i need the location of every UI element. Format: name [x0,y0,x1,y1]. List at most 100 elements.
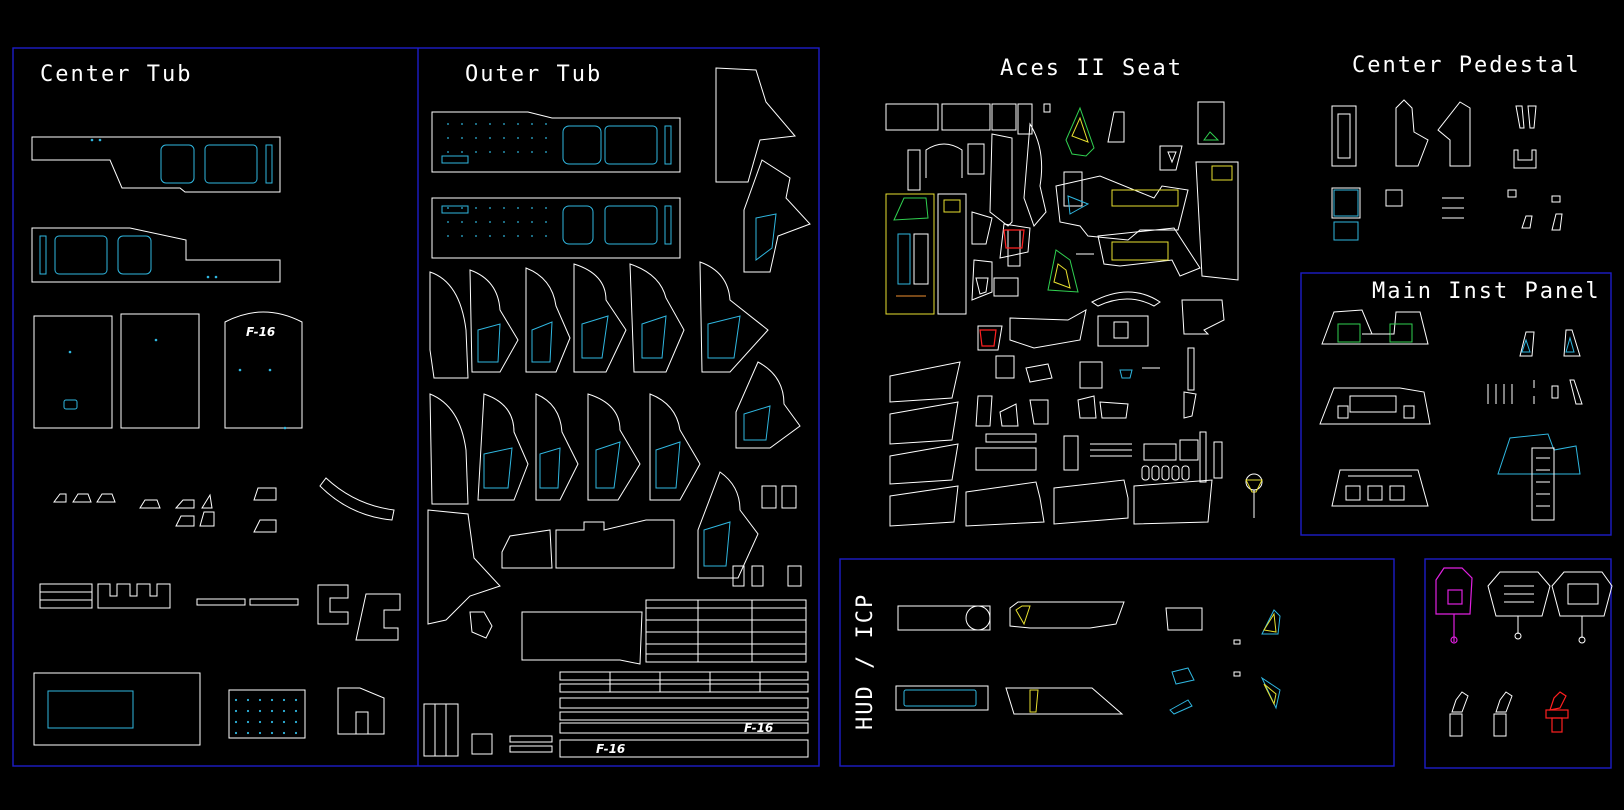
small-brackets [253,487,277,533]
seat-side-plate [1195,161,1239,281]
inst-panel-window [1349,395,1397,413]
inst-panel-lower [1331,469,1429,507]
cutout [39,235,47,275]
seat-arch [925,143,963,178]
f16-marking: F-16 [596,742,625,756]
outer-rib-g [429,393,469,505]
mounting-hole [517,151,519,153]
outer-rib-j [587,393,641,501]
seat-clip [975,277,989,295]
pedestal-frame [1331,105,1357,167]
mounting-hole [258,720,262,724]
tub-base-plate [33,672,201,746]
cutout [1067,195,1090,215]
seat-bracket [971,211,993,245]
cutout [604,125,658,165]
throttle-housing [1551,571,1613,617]
outer-rib-d [573,263,627,373]
mounting-hole [68,350,72,354]
inst-panel-gauge [1403,405,1415,419]
icp-panel-rail [895,685,989,711]
mounting-hole [268,368,272,372]
mounting-hole [545,137,547,139]
icp-glass [1171,667,1195,685]
long-strip [559,697,809,709]
mounting-hole [503,221,505,223]
mounting-hole [531,235,533,237]
seat-block [975,447,1037,471]
pedestal-clip [1551,213,1563,231]
mounting-hole [517,123,519,125]
inst-panel-gauge [1337,405,1349,419]
inst-panel-strips [1487,384,1513,404]
capsule [1141,465,1150,481]
main-inst-panel-frame [1300,272,1612,536]
cutout [562,125,602,165]
mounting-hole [282,709,286,713]
cutout [483,447,513,489]
outer-rib-m [697,471,759,579]
hud-icp-parts [895,601,1281,715]
throttle-base [1578,636,1586,644]
seat-red-detail [1003,229,1025,249]
outer-tub-label: Outer Tub [465,62,602,87]
cutout [477,323,501,363]
mounting-hole [489,151,491,153]
mounting-hole [206,275,210,279]
mounting-hole [503,207,505,209]
pedestal-frame-inner [1337,113,1351,159]
inst-panel-shroud [1321,309,1429,345]
mounting-hole [270,709,274,713]
stick-base [1449,713,1463,737]
pedestal-clips [1515,105,1537,129]
seat-handle-knob [1245,473,1263,491]
seat-rail [1213,441,1223,479]
f16-marking: F-16 [246,325,275,339]
icp-glass [1169,699,1193,715]
cutout [664,125,672,165]
throttle-grip [1435,567,1473,615]
small-square-part [471,733,493,755]
pedestal-clip [1507,189,1517,198]
mounting-hole [503,123,505,125]
outer-ledge [555,519,675,569]
hud-icp-label: HUD / ICP [853,593,878,730]
stick-grip [1495,691,1513,713]
seat-strip [985,433,1037,443]
icp-glass [1260,676,1281,710]
cutout [743,405,771,441]
inst-panel-clip [1569,379,1583,405]
cutout [54,235,108,275]
mounting-hole [447,235,449,237]
mounting-hole [475,151,477,153]
cutout [531,321,553,363]
center-tub-parts: F-16 [31,136,401,746]
pedestal-side [1437,101,1471,167]
small-tab [761,485,777,509]
cutout [581,315,609,359]
mounting-hole [475,221,477,223]
tub-floor-panel [33,315,113,429]
capsule [1161,465,1170,481]
seat-block [1063,435,1079,471]
stick-collar [1545,709,1569,719]
throttle-housing-detail [1567,583,1599,605]
seat-block [999,403,1019,427]
outer-rib-f [699,261,769,373]
seat-strap [1017,103,1033,135]
seat-block [1099,401,1129,419]
throttle-base [1514,632,1522,640]
seat-bucket-top [991,103,1017,131]
mounting-hole [503,151,505,153]
inst-panel-pedestal-lines [1536,457,1550,507]
outer-web [427,509,501,625]
seat-headrest-icon [1203,131,1220,141]
cutout [604,205,658,245]
seat-cushion-slab [1133,479,1213,525]
mounting-hole [447,137,449,139]
outer-rib-c [525,267,571,373]
throttle-housing-lines [1504,585,1534,603]
cutout [63,399,78,410]
cutout [47,690,134,729]
seat-block [975,395,993,427]
